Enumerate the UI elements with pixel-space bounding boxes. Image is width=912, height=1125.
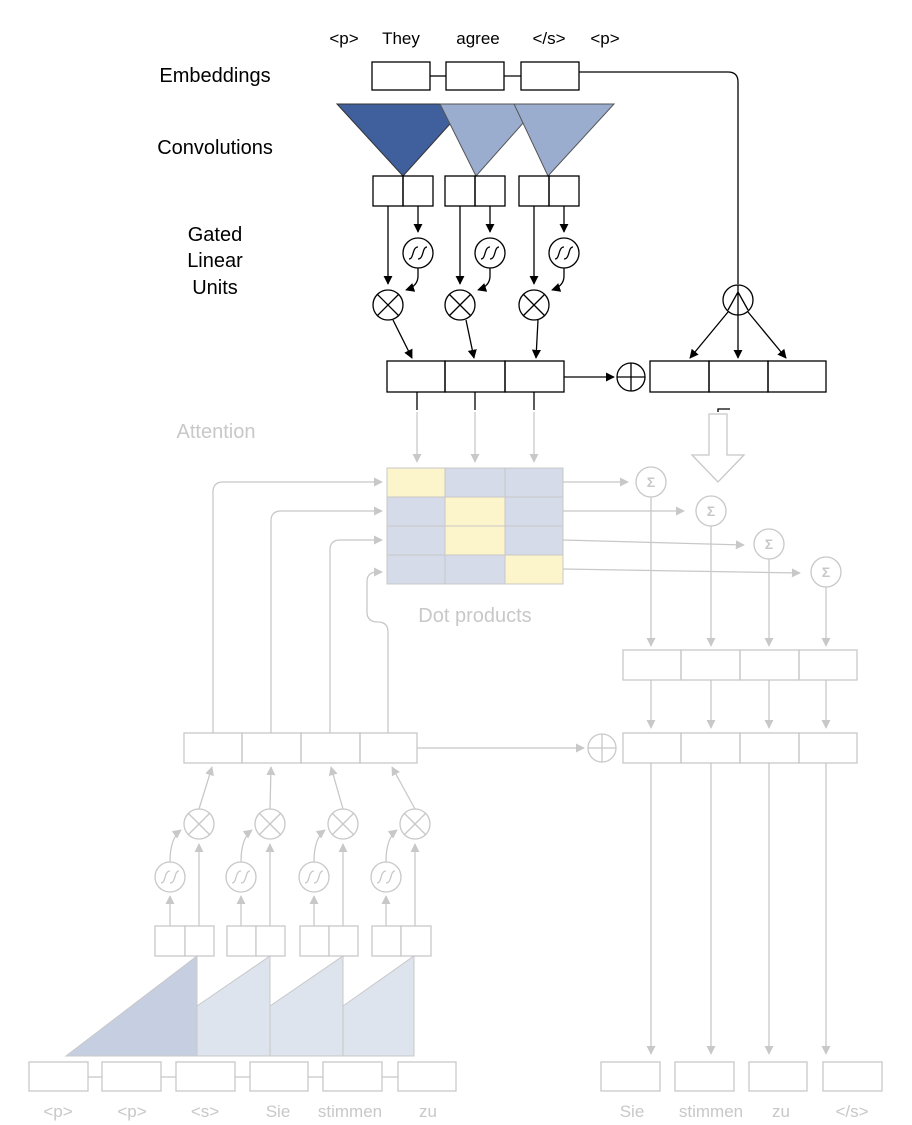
decoder-input-token: stimmen	[318, 1102, 382, 1121]
encoder-token: <p>	[590, 29, 619, 48]
decoder-output-token: Sie	[620, 1102, 645, 1121]
sum-symbol: Σ	[765, 536, 773, 552]
sigmoid-icon	[370, 861, 402, 893]
decoder-input-token: <s>	[191, 1102, 219, 1121]
multiply-icon	[372, 289, 404, 321]
sigmoid-icon	[298, 861, 330, 893]
sigmoid-icon	[225, 861, 257, 893]
decoder-glu-units	[154, 766, 431, 926]
attention-matrix	[386, 467, 564, 585]
convolutions-label: Convolutions	[157, 137, 273, 159]
decoder-output-token: </s>	[835, 1102, 868, 1121]
decoder-conv-output-boxes	[154, 925, 432, 957]
residual-connection	[579, 71, 739, 284]
multiply-icon	[444, 289, 476, 321]
glu-label-line: Gated	[188, 224, 242, 246]
embedding-box	[445, 61, 505, 91]
sigmoid-icon	[474, 237, 506, 269]
embedding-box	[371, 61, 431, 91]
glu-label-line: Linear	[187, 250, 243, 272]
encoder: <p> They agree </s> <p> Embeddings Convo…	[157, 29, 827, 412]
sum-symbol: Σ	[647, 474, 655, 490]
decoder-input-token: zu	[419, 1102, 437, 1121]
conv-filter	[439, 103, 542, 177]
sigmoid-icon	[154, 861, 186, 893]
sigmoid-icon	[402, 237, 434, 269]
embedding-boxes	[371, 61, 580, 91]
split-node	[689, 284, 787, 359]
decoder-input-token: Sie	[266, 1102, 291, 1121]
attention-label: Attention	[177, 421, 256, 443]
encoder-token: <p>	[329, 29, 358, 48]
embedding-box	[520, 61, 580, 91]
encoder-token: </s>	[532, 29, 565, 48]
glu-label-line: Units	[192, 277, 238, 299]
sum-symbol: Σ	[707, 503, 715, 519]
down-arrow-outline-icon	[690, 413, 746, 483]
conv-output-boxes	[372, 175, 580, 207]
encoder-token: agree	[456, 29, 499, 48]
glu-units	[372, 206, 580, 359]
decoder-convolutions	[64, 954, 415, 1057]
multiply-icon	[518, 289, 550, 321]
decoder: Attention Dot products	[28, 412, 883, 1121]
dot-products-label: Dot products	[418, 605, 531, 627]
decoder-output-boxes	[600, 1061, 883, 1092]
encoder-token: They	[382, 29, 420, 48]
decoder-input-token: <p>	[43, 1102, 72, 1121]
decoder-output-token: stimmen	[679, 1102, 743, 1121]
embeddings-label: Embeddings	[159, 65, 270, 87]
sum-symbol: Σ	[822, 564, 830, 580]
encoder-output	[386, 360, 827, 393]
sigmoid-icon	[548, 237, 580, 269]
decoder-input-token: <p>	[117, 1102, 146, 1121]
decoder-input-embeddings	[28, 1061, 457, 1092]
conv-filter	[513, 103, 616, 177]
decoder-states	[183, 477, 617, 764]
conv-filter-active	[335, 103, 470, 177]
decoder-output-token: zu	[772, 1102, 790, 1121]
context-vectors	[622, 649, 858, 1055]
